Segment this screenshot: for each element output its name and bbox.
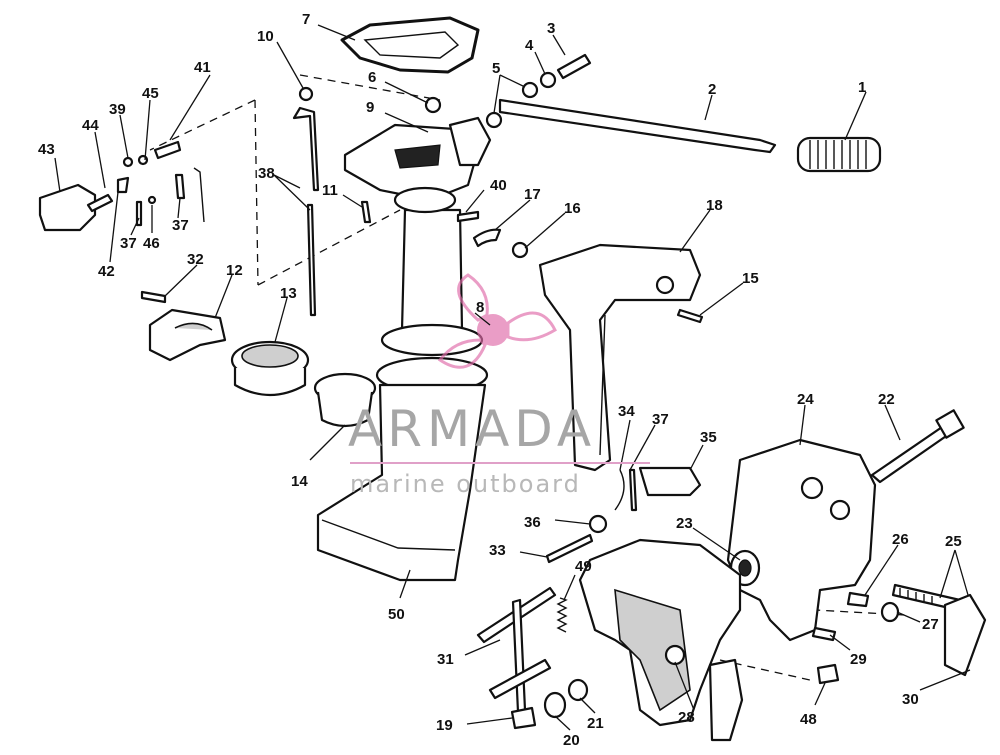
callout-34: 34 [618, 403, 635, 420]
callout-27: 27 [922, 616, 939, 633]
tiller-arm [498, 98, 777, 154]
watermark-divider [350, 462, 650, 464]
callout-20: 20 [563, 732, 580, 749]
clip-17 [472, 228, 502, 248]
spring-pin-34 [614, 469, 625, 511]
callout-35: 35 [700, 429, 717, 446]
gasket [340, 16, 480, 74]
callout-19: 19 [436, 717, 453, 734]
lower-bushing [313, 372, 377, 428]
callout-40: 40 [490, 177, 507, 194]
watermark-brand: ARMADA [348, 400, 597, 458]
callout-46: 46 [143, 235, 160, 252]
callout-41: 41 [194, 59, 211, 76]
callout-49: 49 [575, 558, 592, 575]
callout-11: 11 [322, 182, 338, 199]
callout-6: 6 [368, 69, 376, 86]
callout-38: 38 [258, 165, 275, 182]
screw-11 [360, 200, 372, 224]
callout-17: 17 [524, 186, 541, 203]
callout-45: 45 [142, 85, 159, 102]
watermark-tagline: marine outboard [350, 470, 581, 498]
callout-5: 5 [492, 60, 500, 77]
spring-49 [556, 597, 568, 633]
pin-33 [545, 533, 594, 564]
callout-13: 13 [280, 285, 297, 302]
callout-16: 16 [564, 200, 581, 217]
callout-25: 25 [945, 533, 962, 550]
watermark-logo [437, 273, 557, 369]
callout-29: 29 [850, 651, 867, 668]
clip-48 [816, 663, 840, 685]
callout-10: 10 [257, 28, 274, 45]
clamp-bracket-28 [578, 538, 742, 727]
callout-37-left: 37 [120, 235, 137, 252]
tiller-grip [796, 136, 882, 173]
clamp-bracket [726, 438, 877, 642]
swivel-bracket [538, 243, 702, 472]
bushing [230, 340, 310, 396]
callout-14: 14 [291, 473, 308, 490]
callout-22: 22 [878, 391, 895, 408]
callout-26: 26 [892, 531, 909, 548]
shift-lever [476, 586, 557, 714]
callout-8: 8 [476, 299, 484, 316]
shift-handle [38, 183, 114, 232]
callout-30: 30 [902, 691, 919, 708]
callout-37-top: 37 [172, 217, 189, 234]
bolt-15 [676, 308, 704, 324]
pin-37 [628, 468, 638, 512]
callout-3: 3 [547, 20, 555, 37]
callout-24: 24 [797, 391, 814, 408]
callout-36: 36 [524, 514, 541, 531]
callout-48: 48 [800, 711, 817, 728]
callout-37-right: 37 [652, 411, 669, 428]
clamp [140, 290, 227, 362]
callout-39: 39 [109, 101, 126, 118]
screw-40 [456, 210, 480, 223]
callout-28: 28 [678, 709, 695, 726]
callout-42: 42 [98, 263, 115, 280]
callout-43: 43 [38, 141, 55, 158]
shift-small-parts [116, 140, 205, 227]
callout-44: 44 [82, 117, 99, 134]
callout-33: 33 [489, 542, 506, 559]
callout-12: 12 [226, 262, 243, 279]
pad-26-27 [846, 591, 900, 623]
callout-32: 32 [187, 251, 204, 268]
pin-29 [811, 626, 837, 642]
callout-4: 4 [525, 37, 534, 54]
thumb-screw [891, 583, 987, 677]
callout-15: 15 [742, 270, 759, 287]
callout-18: 18 [706, 197, 723, 214]
exhaust-housing [316, 116, 492, 582]
washer-36 [588, 514, 608, 534]
nut-19 [510, 706, 537, 730]
callout-9: 9 [366, 99, 374, 116]
shift-rods [292, 106, 320, 317]
leader-lines [54, 24, 971, 731]
thumb-screw-30 [708, 658, 744, 742]
callout-21: 21 [587, 715, 604, 732]
callout-50: 50 [388, 606, 405, 623]
bolt-22 [870, 409, 965, 484]
callout-1: 1 [858, 79, 866, 96]
washer-21 [567, 678, 589, 702]
nut-16 [511, 241, 529, 259]
callout-23: 23 [676, 515, 693, 532]
callout-7: 7 [302, 11, 310, 28]
callout-2: 2 [708, 81, 716, 98]
bracket-35 [638, 466, 702, 497]
washer-20 [543, 691, 567, 719]
callout-labels: 1 2 3 4 5 6 7 8 9 10 11 12 13 14 15 16 1… [38, 11, 962, 749]
callout-31: 31 [437, 651, 454, 668]
